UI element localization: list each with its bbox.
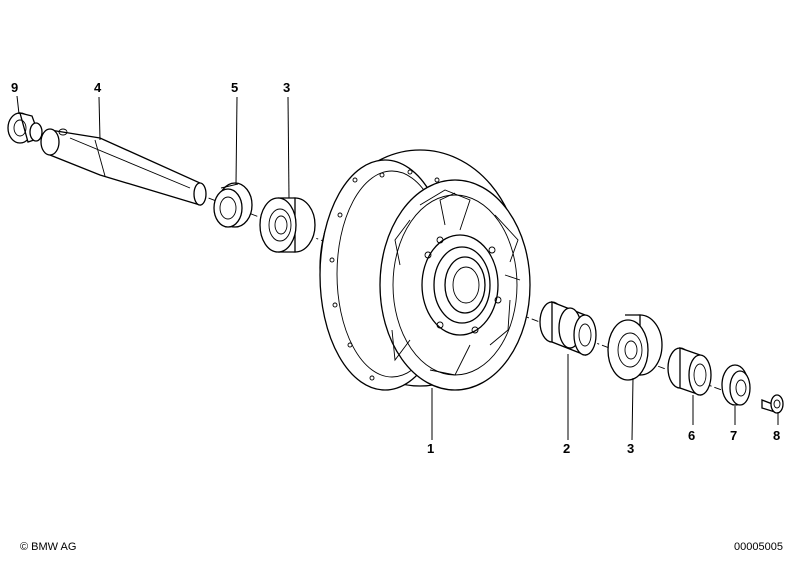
callout-2: 2 (563, 441, 570, 456)
part-6-sleeve (667, 347, 712, 396)
callout-9: 9 (11, 80, 18, 95)
part-1-wheel-hub (319, 149, 531, 391)
part-3-bearing-right (607, 314, 663, 381)
copyright-text: © BMW AG (20, 541, 76, 553)
part-8-bolt (761, 394, 784, 414)
part-2-spacer-bushing (539, 301, 597, 356)
callout-5: 5 (231, 80, 238, 95)
part-3-bearing-left (259, 197, 316, 253)
callout-3-top: 3 (283, 80, 290, 95)
callout-1: 1 (427, 441, 434, 456)
part-4-axle-shaft (40, 128, 207, 206)
callout-8: 8 (773, 428, 780, 443)
part-7-washer (721, 364, 751, 406)
callout-7: 7 (730, 428, 737, 443)
part-5-seal-ring (213, 182, 253, 228)
diagram-number: 00005005 (734, 541, 783, 553)
leader-lines (16, 95, 779, 441)
callout-3-bottom: 3 (627, 441, 634, 456)
callout-4: 4 (94, 80, 102, 95)
callout-6: 6 (688, 428, 695, 443)
part-9-cap-nut (7, 112, 43, 144)
